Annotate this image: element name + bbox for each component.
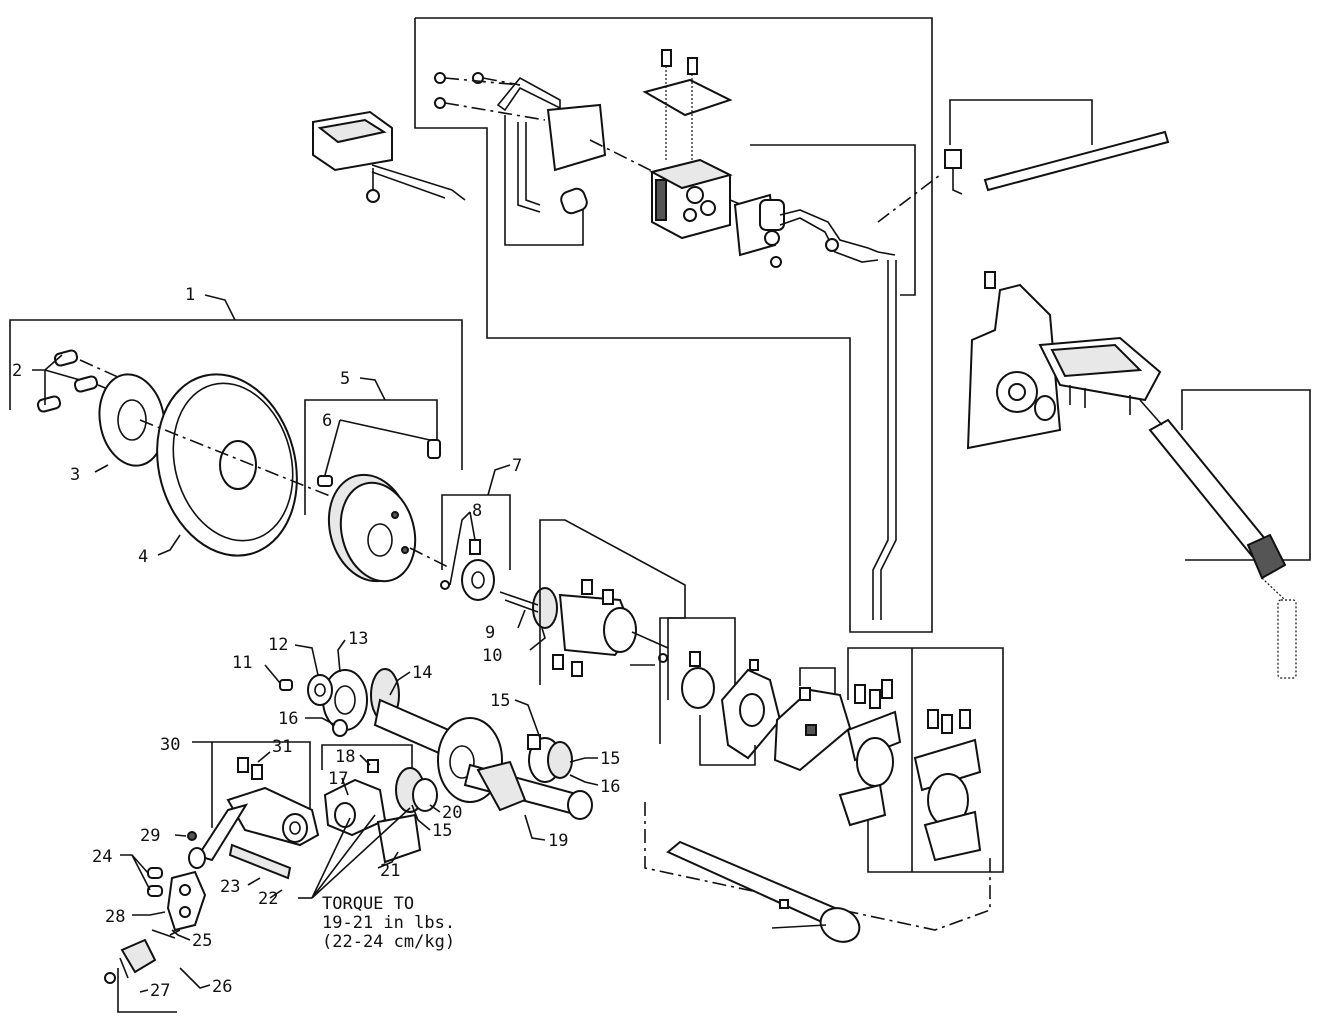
callout-31: 31 [272, 737, 292, 757]
callout-10: 10 [482, 646, 502, 666]
long-rod [983, 130, 1170, 192]
callout-15-top: 15 [490, 691, 510, 711]
callout-12: 12 [268, 635, 288, 655]
upper-rod-assembly [944, 99, 1170, 195]
callout-24: 24 [92, 847, 112, 867]
drive-shaft-assembly [322, 668, 593, 820]
handle-knob [1246, 533, 1287, 580]
callout-4: 4 [138, 547, 148, 567]
right-subframe [750, 144, 916, 296]
gear-coupling [499, 519, 736, 744]
callout-28: 28 [105, 907, 125, 927]
torque-note-line-2: 19-21 in lbs. [322, 913, 455, 933]
callout-23: 23 [220, 877, 240, 897]
pulley-assembly [9, 319, 463, 583]
callout-29: 29 [140, 826, 160, 846]
callout-labels: 1 2 3 4 5 6 7 8 9 10 11 12 13 14 15 15 1… [12, 285, 620, 1001]
drop-rod [872, 260, 889, 620]
lever-bracket-assembly [187, 741, 320, 880]
callout-2: 2 [12, 361, 22, 381]
torque-note-line-1: TORQUE TO [322, 894, 414, 914]
callout-16-left: 16 [278, 709, 298, 729]
handle-grip [1148, 418, 1272, 558]
callout-18: 18 [335, 747, 355, 767]
callout-30: 30 [160, 735, 180, 755]
mounting-plate [546, 103, 607, 172]
callout-5: 5 [340, 369, 350, 389]
callout-25: 25 [192, 931, 212, 951]
hub-screws [36, 349, 99, 413]
callout-26: 26 [212, 977, 232, 997]
eccentric-assembly [838, 647, 1004, 873]
lever-subframe [504, 115, 584, 246]
housing-plate [966, 283, 1062, 450]
callout-8: 8 [472, 501, 482, 521]
callout-13: 13 [348, 629, 368, 649]
washer-group [279, 674, 348, 737]
callout-9: 9 [485, 623, 495, 643]
callout-6: 6 [322, 411, 332, 431]
upper-linkage-assembly [312, 17, 941, 633]
callout-27: 27 [150, 981, 170, 1001]
right-linkage-bracket [733, 193, 896, 268]
callout-11: 11 [232, 653, 252, 673]
gear-housing-block [649, 158, 733, 240]
callout-20: 20 [442, 803, 462, 823]
callout-14: 14 [412, 663, 432, 683]
bottom-linkage [104, 867, 207, 1013]
callout-15-right: 15 [600, 749, 620, 769]
upper-frame-outline [414, 17, 933, 633]
callout-1: 1 [185, 285, 195, 305]
sensor-bracket [312, 110, 466, 203]
main-shaft [644, 802, 991, 943]
collar-assembly [440, 494, 511, 601]
callout-7: 7 [512, 456, 522, 476]
callout-21: 21 [380, 861, 400, 881]
callout-19: 19 [548, 831, 568, 851]
callout-15-lower: 15 [432, 821, 452, 841]
torque-note-line-3: (22-24 cm/kg) [322, 932, 455, 952]
cam-assembly [699, 659, 852, 772]
leader-lines [32, 294, 599, 993]
callout-17: 17 [328, 769, 348, 789]
side-housing-assembly [966, 271, 1311, 679]
mounting-screws [434, 72, 484, 109]
torque-note: TORQUE TO 19-21 in lbs. (22-24 cm/kg) [322, 894, 455, 952]
callout-16-right: 16 [600, 777, 620, 797]
top-plate-with-posts [642, 49, 733, 160]
callout-3: 3 [70, 465, 80, 485]
callout-22: 22 [258, 889, 278, 909]
